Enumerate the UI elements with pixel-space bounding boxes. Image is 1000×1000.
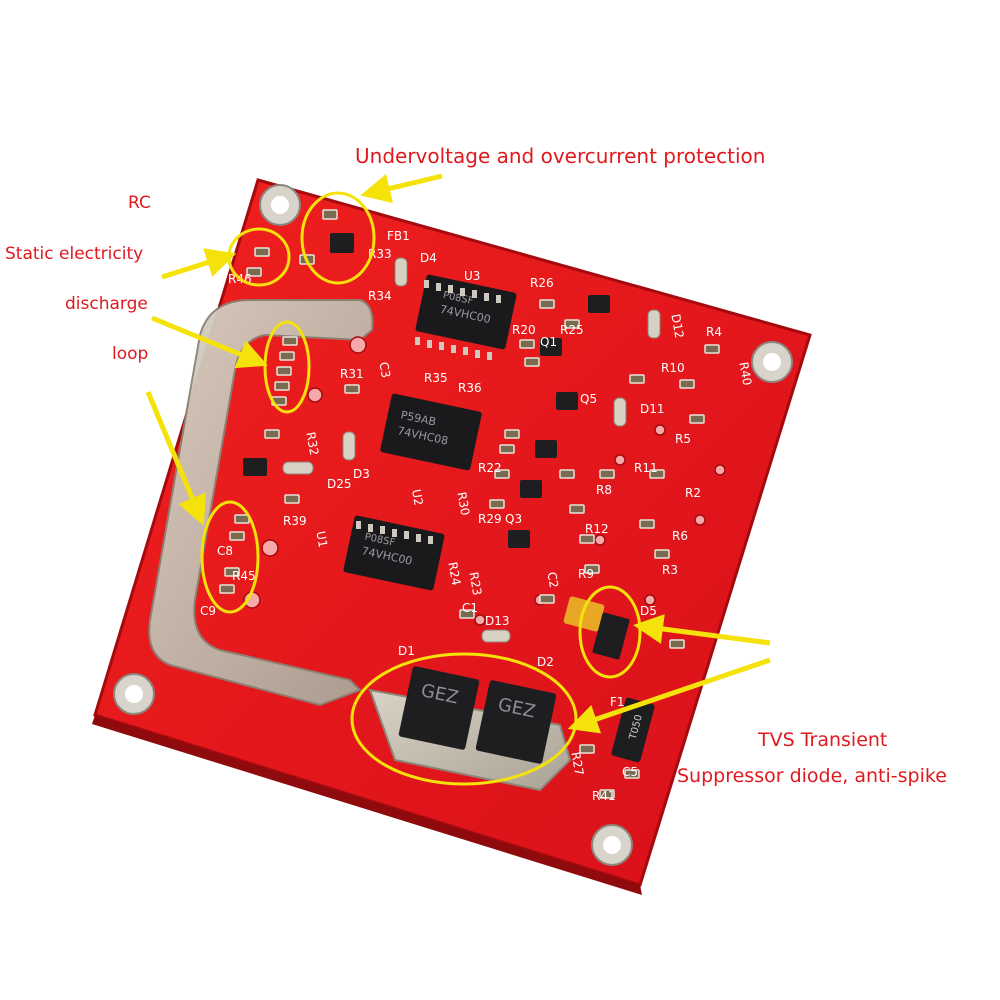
arrow-undervoltage xyxy=(360,173,443,204)
svg-text:R39: R39 xyxy=(283,514,307,528)
ic-pins xyxy=(356,280,501,544)
arrow-static xyxy=(161,248,237,280)
svg-text:D5: D5 xyxy=(640,604,657,618)
svg-text:D2: D2 xyxy=(537,655,554,669)
vias xyxy=(243,336,726,626)
svg-text:FB1: FB1 xyxy=(387,229,410,243)
arrow-discharge xyxy=(151,315,268,369)
svg-text:Q1: Q1 xyxy=(540,335,557,349)
svg-text:R6: R6 xyxy=(672,529,688,543)
svg-text:R45: R45 xyxy=(232,569,256,583)
svg-text:R27: R27 xyxy=(568,751,586,777)
svg-text:R11: R11 xyxy=(634,461,658,475)
ic-u2: P59AB 74VHC08 xyxy=(380,393,482,471)
svg-text:R25: R25 xyxy=(560,323,584,337)
annotation-tvs-line2: Suppressor diode, anti-spike xyxy=(677,765,947,787)
svg-text:U1: U1 xyxy=(313,530,330,549)
svg-text:R22: R22 xyxy=(478,461,502,475)
svg-text:F1: F1 xyxy=(610,695,625,709)
arrow-tvs-upper xyxy=(633,614,771,646)
svg-text:R12: R12 xyxy=(585,522,609,536)
sot-transistors xyxy=(243,233,610,548)
svg-text:R23: R23 xyxy=(466,571,484,597)
svg-text:D1: D1 xyxy=(398,644,415,658)
highlight-esd-lower xyxy=(200,500,260,614)
svg-text:R10: R10 xyxy=(661,361,685,375)
callout-arrows xyxy=(145,173,771,734)
svg-text:C3: C3 xyxy=(376,361,393,379)
arrow-tvs-lower xyxy=(567,657,771,734)
mounting-hole xyxy=(591,824,633,866)
mounting-hole xyxy=(751,341,793,383)
svg-text:R20: R20 xyxy=(512,323,536,337)
svg-text:R40: R40 xyxy=(736,361,754,387)
tvs-diode-d2: GEZ xyxy=(475,680,557,764)
svg-text:D3: D3 xyxy=(353,467,370,481)
annotation-undervoltage: Undervoltage and overcurrent protection xyxy=(355,144,766,168)
mounting-hole xyxy=(113,673,155,715)
svg-text:D11: D11 xyxy=(640,402,665,416)
svg-text:R30: R30 xyxy=(454,491,472,517)
svg-text:R24: R24 xyxy=(445,561,463,587)
annotation-static-electricity: Static electricity xyxy=(5,244,144,264)
glass-diodes xyxy=(282,257,661,643)
svg-text:R36: R36 xyxy=(458,381,482,395)
diode-d5 xyxy=(592,612,630,660)
svg-text:R26: R26 xyxy=(530,276,554,290)
svg-text:U3: U3 xyxy=(464,269,480,283)
pcb-board-edge xyxy=(92,715,642,895)
svg-text:C8: C8 xyxy=(217,544,233,558)
svg-text:R32: R32 xyxy=(303,431,321,457)
svg-text:R31: R31 xyxy=(340,367,364,381)
svg-text:R41: R41 xyxy=(592,789,616,803)
svg-text:D13: D13 xyxy=(485,614,510,628)
annotation-rc: RC xyxy=(128,193,151,213)
svg-text:D25: D25 xyxy=(327,477,352,491)
svg-text:R2: R2 xyxy=(685,486,701,500)
svg-text:R8: R8 xyxy=(596,483,612,497)
mounting-hole xyxy=(259,184,301,226)
svg-text:R3: R3 xyxy=(662,563,678,577)
svg-text:R4: R4 xyxy=(706,325,722,339)
fuse-f1: T050 xyxy=(611,697,655,763)
svg-text:C2: C2 xyxy=(544,571,561,589)
smd-components xyxy=(219,209,720,799)
silkscreen-labels: U3 U2 U1 D1 D2 D3 D4 D5 D11 D12 D13 D25 … xyxy=(200,229,754,803)
annotation-loop: loop xyxy=(112,344,149,364)
highlight-undervoltage xyxy=(300,191,376,285)
ic-u3: P08SF 74VHC00 xyxy=(415,274,517,350)
svg-text:D12: D12 xyxy=(668,313,686,340)
svg-text:U2: U2 xyxy=(409,488,426,507)
svg-text:C9: C9 xyxy=(200,604,216,618)
annotation-discharge: discharge xyxy=(65,294,148,314)
annotation-tvs-line1: TVS Transient xyxy=(758,729,888,751)
tvs-diode-d1: GEZ xyxy=(398,666,480,750)
svg-text:C1: C1 xyxy=(462,601,478,615)
svg-text:D4: D4 xyxy=(420,251,437,265)
svg-text:C5: C5 xyxy=(622,765,638,779)
svg-text:R5: R5 xyxy=(675,432,691,446)
svg-text:Q3: Q3 xyxy=(505,512,522,526)
svg-text:Q5: Q5 xyxy=(580,392,597,406)
svg-text:R29: R29 xyxy=(478,512,502,526)
ground-copper-loop xyxy=(148,299,374,707)
tantalum-capacitor xyxy=(563,596,605,632)
svg-text:R35: R35 xyxy=(424,371,448,385)
svg-text:R9: R9 xyxy=(578,567,594,581)
svg-text:R34: R34 xyxy=(368,289,392,303)
arrow-loop xyxy=(145,391,207,526)
